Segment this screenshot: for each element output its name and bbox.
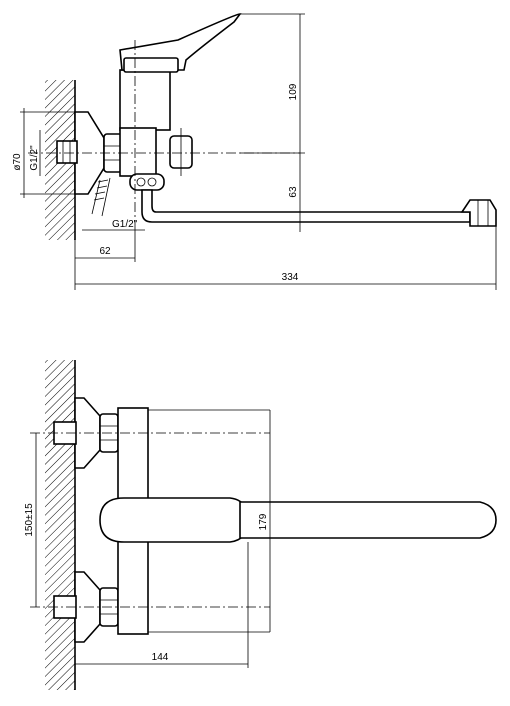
dim-150-label: 150±15 xyxy=(24,503,35,537)
handle-base xyxy=(123,57,179,73)
wall-hatch-bottom xyxy=(45,360,75,690)
dim-diameter-label: ø70 xyxy=(12,153,23,171)
spout-aerator xyxy=(460,199,497,227)
lever-handle-side xyxy=(119,13,242,71)
thread-label-top: G1/2" xyxy=(29,145,40,171)
dim-62-label: 62 xyxy=(99,246,111,257)
lever-handle-plan xyxy=(99,497,249,543)
plan-view: 150±15 179 144 xyxy=(24,360,497,690)
mixer-body-side xyxy=(119,69,171,131)
thread-label-bottom: G1/2" xyxy=(112,219,138,230)
side-elevation-view: 109 63 ø70 G1/2" G1/2" 62 334 xyxy=(12,13,497,290)
dim-179-label: 179 xyxy=(258,513,269,530)
dim-63-label: 63 xyxy=(288,186,299,198)
inlet-pipe xyxy=(56,140,78,164)
spout-plan xyxy=(239,501,497,539)
dim-144-label: 144 xyxy=(152,652,169,663)
dim-109-label: 109 xyxy=(288,83,299,100)
spout-side xyxy=(141,189,471,223)
dim-334-label: 334 xyxy=(282,272,299,283)
mixer-lower-body xyxy=(119,127,157,177)
